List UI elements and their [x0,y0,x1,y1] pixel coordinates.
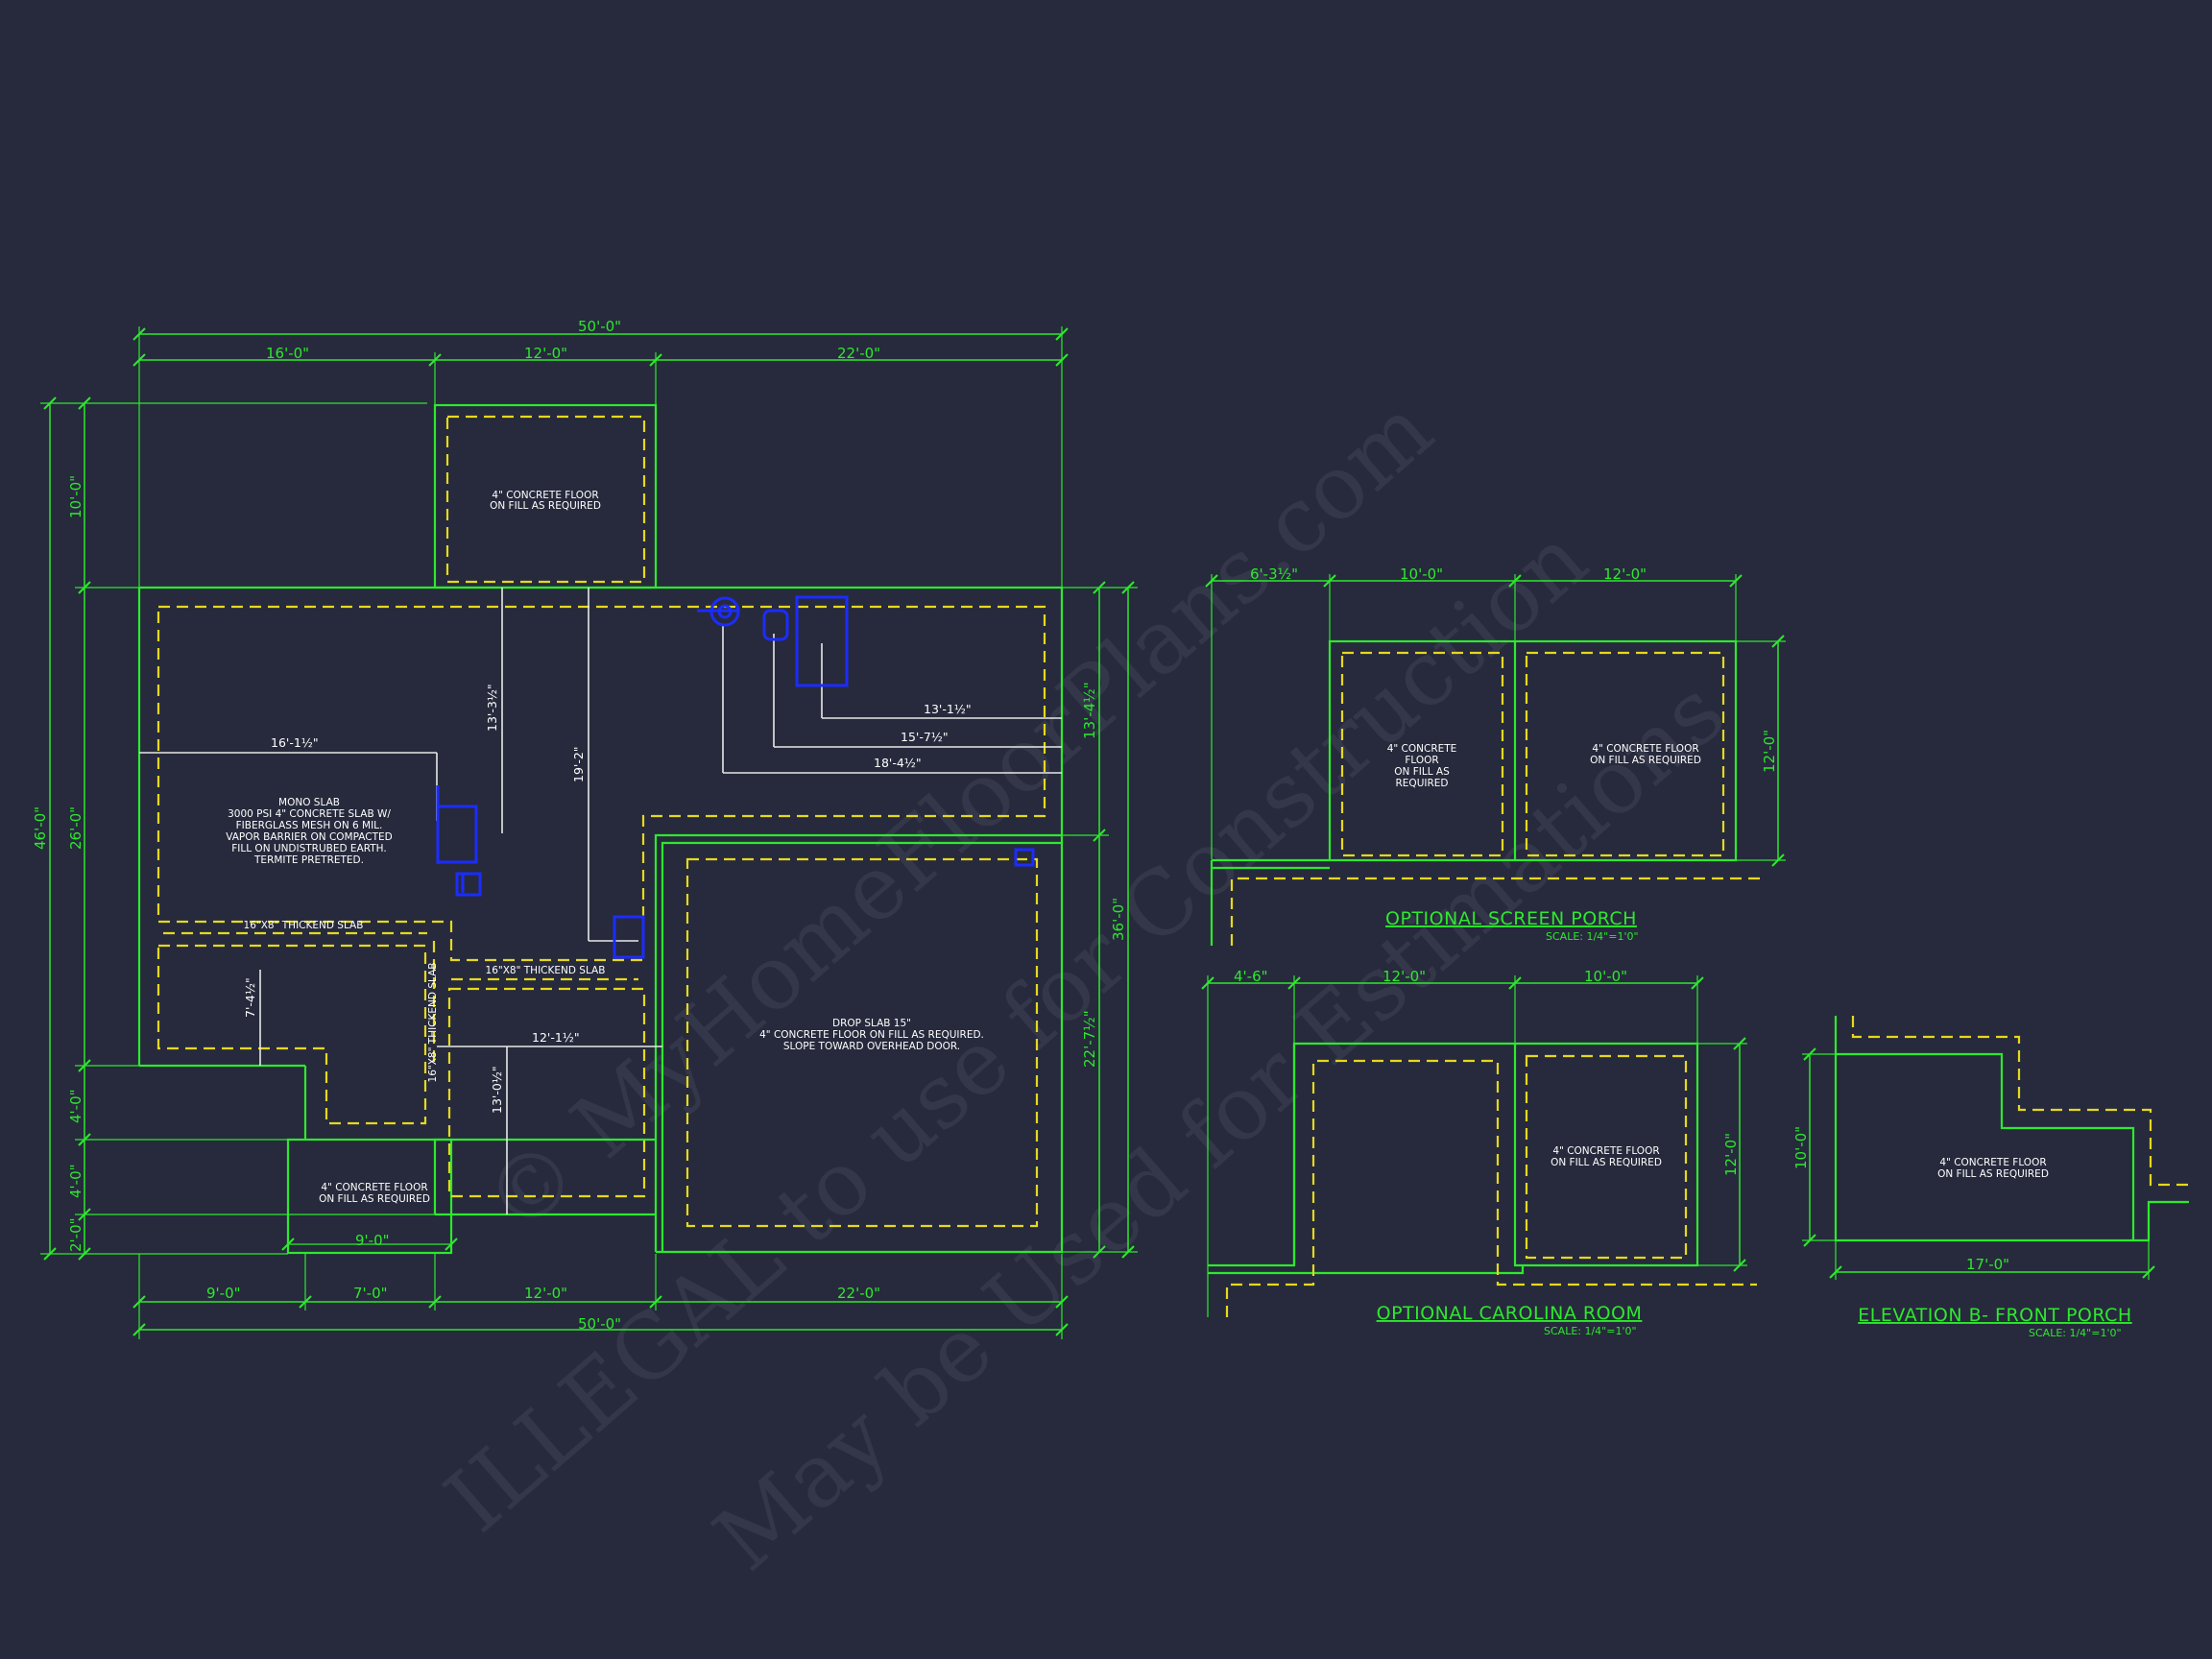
front-porch-title: ELEVATION B- FRONT PORCH [1858,1305,2131,1326]
slab-outline: 9'-0" [137,403,1064,1255]
thickened-slab-note-c: 16"X8" THICKEND SLAB [427,963,439,1083]
mono-slab-line-1: MONO SLAB [278,797,340,808]
dim-inner-16: 16'-1½" [271,735,319,750]
watermark-line-2: ILLEGAL to use for Construction [426,508,1606,1552]
dim-inner-12: 12'-1½" [532,1030,580,1045]
floor-drain-icon [613,915,645,959]
dim-bottom-seg-2: 7'-0" [353,1285,388,1302]
note-top-porch-1: 4" CONCRETE FLOOR [492,490,598,501]
dim-inner-13a: 13'-3½" [485,684,499,732]
screen-porch-left-note-4: REQUIRED [1396,778,1449,789]
front-porch-note-2: ON FILL AS REQUIRED [1937,1168,2049,1180]
dim-front-porch-width: 9'-0" [355,1232,390,1249]
note-bottom-porch-2: ON FILL AS REQUIRED [319,1193,430,1205]
carolina-room-title: OPTIONAL CAROLINA ROOM [1377,1303,1643,1324]
watermark: © MyHomeFloorPlans.com ILLEGAL to use fo… [426,377,1743,1590]
screen-porch-scale: SCALE: 1/4"=1'0" [1546,930,1639,943]
dim-bottom-overall: 50'-0" [578,1315,621,1333]
front-porch-dim-v: 10'-0" [1792,1126,1810,1169]
screen-porch-dim-c: 12'-0" [1603,565,1647,583]
bottom-dimensions: 9'-0" 7'-0" 12'-0" 22'-0" 50'-0" [132,1254,1069,1339]
dim-top-seg-2: 12'-0" [524,345,567,362]
screen-porch-right-note-2: ON FILL AS REQUIRED [1590,755,1701,766]
toilet-icon [436,805,478,864]
main-foundation-plan: 50'-0" 16'-0" 12'-0" 22'-0" 46'-0" 10'-0… [32,318,1138,1339]
utility-sink-icon [795,595,849,687]
dim-top-seg-3: 22'-0" [837,345,880,362]
thickened-slab-note-a: 16"X8" THICKEND SLAB [244,920,364,931]
dim-right-overall: 36'-0" [1110,898,1127,941]
dim-bottom-seg-3: 12'-0" [524,1285,567,1302]
right-dimensions: 13'-4½" 22'-7½" 36'-0" [1062,581,1138,1259]
carolina-room-scale: SCALE: 1/4"=1'0" [1544,1325,1637,1337]
dim-inner-19: 19'-2" [571,746,586,782]
dim-inner-13b: 13'-1½" [924,702,972,716]
screen-porch-left-note-1: 4" CONCRETE [1387,743,1457,755]
dim-inner-7: 7'-4½" [243,977,257,1018]
interior-dimensions: 16'-1½" 13'-3½" 19'-2" 13'-1½" 15'-7½" 1… [139,588,1062,1214]
washer-icon [762,609,789,641]
mono-slab-line-4: VAPOR BARRIER ON COMPACTED [226,831,393,843]
note-top-porch-2: ON FILL AS REQUIRED [490,500,601,512]
carolina-room-dim-v: 12'-0" [1722,1133,1740,1176]
dim-right-seg-2: 22'-7½" [1081,1010,1098,1068]
drop-slab-line-3: SLOPE TOWARD OVERHEAD DOOR. [783,1041,960,1052]
screen-porch-left-note-2: FLOOR [1405,755,1438,766]
elevation-b-front-porch: 10'-0" 17'-0" 4" CONCRETE FLOOR ON FILL … [1792,1016,2189,1339]
screen-porch-dim-b: 10'-0" [1400,565,1443,583]
carolina-room-note-2: ON FILL AS REQUIRED [1551,1157,1662,1168]
dim-left-seg-2: 26'-0" [67,806,84,850]
dim-left-seg-1: 10'-0" [67,475,84,518]
screen-porch-left-note-3: ON FILL AS [1394,766,1450,778]
dim-left-seg-4: 4'-0" [67,1164,84,1198]
dim-inner-15: 15'-7½" [901,730,949,744]
screen-porch-dim-v: 12'-0" [1761,730,1778,773]
optional-carolina-room: 4'-6" 12'-0" 10'-0" 12'-0" 4" CONCRETE F… [1201,968,1757,1337]
dim-bottom-seg-1: 9'-0" [206,1285,241,1302]
mono-slab-line-2: 3000 PSI 4" CONCRETE SLAB W/ [228,808,391,820]
mono-slab-line-5: FILL ON UNDISTRUBED EARTH. [231,843,386,854]
dim-bottom-seg-4: 22'-0" [837,1285,880,1302]
dim-left-overall: 46'-0" [32,806,49,850]
screen-porch-right-note-1: 4" CONCRETE FLOOR [1592,743,1698,755]
front-porch-dim-h: 17'-0" [1966,1256,2009,1273]
plumbing-fixtures [436,595,1035,959]
front-porch-scale: SCALE: 1/4"=1'0" [2029,1327,2122,1339]
slab-dashed-boundaries [156,415,1046,1228]
mono-slab-line-3: FIBERGLASS MESH ON 6 MIL. [236,820,383,831]
left-dimensions: 46'-0" 10'-0" 26'-0" 4'-0" 4'-0" 2'-0" [32,397,451,1261]
optional-screen-porch: 6'-3½" 10'-0" 12'-0" 12'-0" 4" CONCRETE … [1205,565,1786,946]
top-dimensions: 50'-0" 16'-0" 12'-0" 22'-0" [132,318,1069,588]
carolina-room-note-1: 4" CONCRETE FLOOR [1552,1145,1659,1157]
note-bottom-porch-1: 4" CONCRETE FLOOR [321,1182,427,1193]
carolina-room-dim-a: 4'-6" [1234,968,1268,985]
dim-left-seg-5: 2'-0" [67,1217,84,1252]
dim-left-seg-3: 4'-0" [67,1089,84,1123]
dim-top-overall: 50'-0" [578,318,621,335]
carolina-room-dim-c: 10'-0" [1584,968,1627,985]
mono-slab-line-6: TERMITE PRETRETED. [253,854,364,866]
dim-inner-18: 18'-4½" [874,756,922,770]
main-plan-notes: 4" CONCRETE FLOOR ON FILL AS REQUIRED MO… [226,490,984,1205]
screen-porch-title: OPTIONAL SCREEN PORCH [1385,908,1637,929]
drop-slab-line-2: 4" CONCRETE FLOOR ON FILL AS REQUIRED. [759,1029,984,1041]
carolina-room-dim-b: 12'-0" [1382,968,1426,985]
dim-top-seg-1: 16'-0" [266,345,309,362]
front-porch-note-1: 4" CONCRETE FLOOR [1939,1157,2046,1168]
dim-right-seg-1: 13'-4½" [1081,682,1098,739]
dim-inner-13c: 13'-0½" [490,1066,504,1114]
thickened-slab-note-b: 16"X8" THICKEND SLAB [486,965,606,976]
screen-porch-dim-a: 6'-3½" [1250,565,1298,583]
drop-slab-line-1: DROP SLAB 15" [832,1018,911,1029]
